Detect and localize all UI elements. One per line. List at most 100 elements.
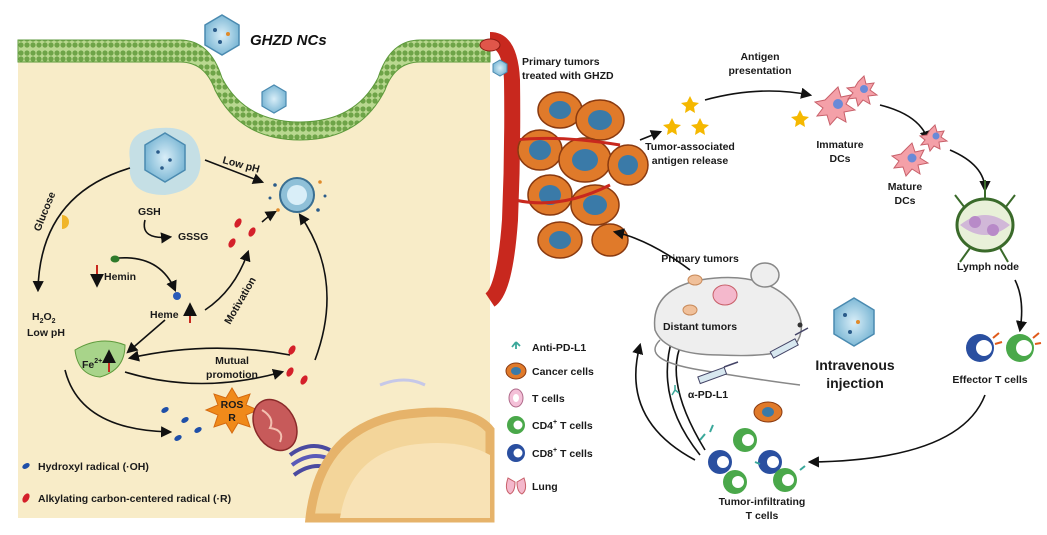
gsh-arrow <box>143 219 173 244</box>
cell-panel: GHZD NCs Low pH Glucose GSH GSSG <box>17 14 495 523</box>
lymph-label: Lymph node <box>957 261 1019 273</box>
distant-tumors-label: Distant tumors <box>663 321 737 333</box>
nanocrystal-icon <box>261 84 287 114</box>
til-cluster-icon <box>699 401 806 494</box>
legend-lung: Lung <box>532 481 558 493</box>
antigen-presentation-arrow <box>704 87 813 101</box>
immature-label-2: DCs <box>829 153 850 165</box>
til-label-1: Tumor-infiltrating <box>719 496 806 508</box>
blood-vessel <box>484 32 521 307</box>
nucleus-icon <box>304 407 495 523</box>
mouse-icon <box>653 262 803 386</box>
nanocrystal-icon <box>492 59 508 77</box>
tumor-to-antigen-arrow <box>639 130 663 141</box>
antigen-pres-label-2: presentation <box>728 65 791 77</box>
hemin-label: Hemin <box>104 271 136 283</box>
mutual-label-2: promotion <box>206 369 258 381</box>
effector-t-cells-icon <box>966 332 1042 362</box>
hemin-heme-arrow <box>117 257 177 293</box>
hydroxyl-legend-label: Hydroxyl radical (·OH) <box>38 461 149 473</box>
antigen-pres-label-1: Antigen <box>740 51 779 63</box>
iv-label-2: injection <box>826 375 884 391</box>
t-cell-nucleus <box>513 394 519 402</box>
er-icon <box>379 378 426 387</box>
right-legend: Anti-PD-L1 Cancer cells T cells CD4+ T c… <box>505 341 594 495</box>
cell-membrane <box>17 39 491 141</box>
ros-r-label: R <box>228 412 236 424</box>
alkyl-radical-cluster <box>228 218 256 248</box>
syringe-icon <box>697 361 739 385</box>
legend-cd8: CD8+ T cells <box>532 447 593 460</box>
iv-label-1: Intravenous <box>815 357 895 373</box>
legend-t-cells: T cells <box>532 393 565 405</box>
radical-loop-arrow <box>298 213 328 361</box>
mutual-label-1: Mutual <box>215 355 249 367</box>
h2o2-label: H2O2 <box>32 311 56 325</box>
antibody-icon <box>511 341 521 349</box>
radical-to-nc-arrow <box>261 210 277 223</box>
degrading-nanocrystal-icon <box>268 177 327 213</box>
hemin-dot-icon <box>110 255 120 263</box>
effector-label: Effector T cells <box>952 374 1027 386</box>
motivation-arrow <box>204 249 251 311</box>
til-label-2: T cells <box>746 510 779 522</box>
taa-label-1: Tumor-associated <box>645 141 735 153</box>
vessel-opening <box>479 38 501 52</box>
primary-treated-label-1: Primary tumors <box>522 56 600 68</box>
mature-dc-icon <box>890 124 949 177</box>
ghzd-title: GHZD NCs <box>250 32 327 49</box>
tumor-cluster-icon <box>514 91 649 259</box>
nanocrystal-icon <box>833 297 875 347</box>
alkyl-legend-icon <box>22 493 30 503</box>
nanocrystal-halo-icon <box>129 127 201 195</box>
hydroxyl-legend-icon <box>22 463 30 469</box>
lung-icon <box>505 477 527 495</box>
ros-label: ROS <box>221 399 244 411</box>
mutual-forward-arrow <box>124 369 285 385</box>
antibody-icon <box>671 385 680 396</box>
cd4-cell-nucleus <box>513 420 523 430</box>
taa-label-2: antigen release <box>652 155 729 167</box>
gssg-label: GSSG <box>178 231 208 243</box>
cancer-cell-nucleus <box>511 367 521 375</box>
til-to-tumor-arrow <box>632 342 696 461</box>
legend-cancer-cells: Cancer cells <box>532 366 594 378</box>
cd8-cell-nucleus <box>513 448 523 458</box>
nanocrystal-icon <box>204 14 240 56</box>
syringe-icon <box>769 327 809 359</box>
mature-label-2: DCs <box>894 195 915 207</box>
mutual-back-arrow <box>127 347 291 362</box>
heme-to-fe-arrow <box>126 319 166 354</box>
legend-cd4: CD4+ T cells <box>532 419 593 432</box>
immature-dc-icon <box>791 75 879 127</box>
immune-panel: Primary tumors treated with GHZD <box>479 32 1042 522</box>
dc-maturation-arrow <box>879 104 931 143</box>
lymph-node-icon <box>954 180 1016 263</box>
fe-label: Fe2+ <box>82 358 102 371</box>
heme-dot-icon <box>173 292 181 300</box>
glucose-icon <box>62 215 69 229</box>
gsh-label: GSH <box>138 206 161 218</box>
fe-to-oh-arrow <box>64 369 173 438</box>
mouse-to-tumor-arrow <box>612 228 691 271</box>
arrow-to-degradation <box>204 159 265 184</box>
primary-tumors-label: Primary tumors <box>661 253 739 265</box>
heme-label: Heme <box>150 309 179 321</box>
mature-label-1: Mature <box>888 181 923 193</box>
alkyl-legend-label: Alkylating carbon-centered radical (·R) <box>38 493 231 505</box>
to-lymph-arrow <box>949 149 991 193</box>
immature-label-1: Immature <box>816 139 863 151</box>
glucose-arrow <box>32 167 131 293</box>
alkyl-radical-cluster <box>286 345 308 385</box>
ros-burst-icon <box>204 387 260 434</box>
mitochondrion-icon <box>252 398 298 452</box>
apdl1-label: α-PD-L1 <box>688 389 728 401</box>
low-ph-label-2: Low pH <box>27 327 65 339</box>
primary-treated-label-2: treated with GHZD <box>522 70 614 82</box>
to-effector-arrow <box>1014 279 1027 333</box>
effector-to-til-arrow <box>807 394 986 468</box>
antigen-icons <box>663 96 709 135</box>
legend-anti-pdl1: Anti-PD-L1 <box>532 342 586 354</box>
